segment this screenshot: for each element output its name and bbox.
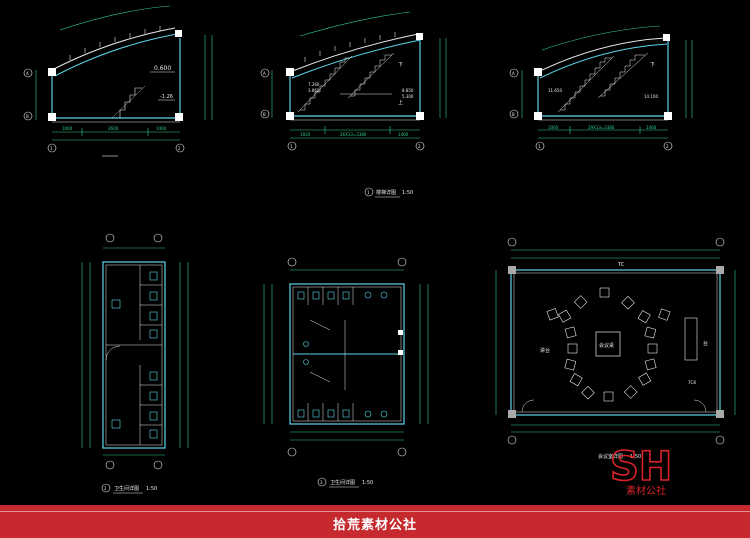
elevation-label: 7.260 (308, 82, 320, 87)
sh-watermark-logo: SH (609, 443, 673, 491)
dimension-text: 1060 (548, 125, 559, 130)
axis-label: B (26, 114, 29, 119)
dimension-text: 1460 (156, 126, 167, 131)
dimension-text: 1060 (62, 126, 73, 131)
dimension-text: 1460 (646, 125, 657, 130)
toilet-plan-b: 3 卫生间详图 1:50 (263, 257, 429, 488)
axis-label: B (263, 112, 266, 117)
caption-title: 卫生间详图 (114, 485, 139, 492)
axis-label: 1 (538, 144, 541, 149)
caption-number: 3 (320, 480, 323, 485)
footer-divider (0, 511, 750, 512)
stair-section-3: 下 11.650 14.100 1060 29X13=3380 1460 A B… (509, 25, 693, 151)
room-label-bottom: 7C8 (688, 380, 696, 385)
caption-title: 会议室详图 (598, 453, 623, 460)
caption-scale: 1:50 (146, 486, 157, 492)
toilet-plan-a: 2 卫生间详图 1:50 (81, 233, 189, 494)
room-label-tc: TC (617, 262, 625, 268)
watermark-subtitle: 素材公社 (626, 486, 666, 497)
axis-label: B (512, 112, 515, 117)
caption-scale: 1:50 (630, 454, 641, 460)
svg-text:下: 下 (398, 62, 403, 68)
svg-text:下: 下 (650, 62, 655, 68)
stair-section-2: 下 上 7.260 3.860 8.850 5.300 1920 26X13=3… (260, 11, 447, 151)
elevation-label: 8.850 (402, 88, 414, 93)
elevation-label: 0.600 (154, 65, 171, 72)
axis-label: 2 (418, 144, 421, 149)
stair-section-1: 0.600 -1.26 1060 2600 1460 A B 1 2 (23, 5, 213, 157)
caption-title: 楼梯详图 (376, 189, 396, 196)
footer-text: 拾荒素材公社 (332, 518, 417, 533)
axis-label: 2 (666, 144, 669, 149)
dimension-text: 29X13=3380 (588, 125, 615, 130)
room-label-center: 会议桌 (599, 342, 614, 349)
svg-text:上: 上 (398, 99, 403, 106)
axis-label: 1 (290, 144, 293, 149)
elevation-label: 5.300 (402, 94, 414, 99)
watermark-logo-text: SH (610, 444, 672, 490)
caption-scale: 1:50 (402, 190, 413, 196)
caption-number: 2 (104, 486, 107, 491)
caption-scale: 1:50 (362, 480, 373, 486)
stair-detail-caption: 1 楼梯详图 1:50 (364, 187, 413, 198)
caption-number: 1 (367, 190, 370, 195)
footer-banner: 拾荒素材公社 (0, 505, 750, 538)
axis-label: 2 (178, 146, 181, 151)
axis-label: A (512, 71, 515, 76)
elevation-label: 3.860 (308, 88, 320, 93)
dimension-text: 1920 (300, 132, 311, 137)
dimension-text: 26X13=3380 (340, 132, 367, 137)
elevation-label: -1.26 (160, 94, 173, 100)
meeting-room-plan: TC 台 讲台 7C8 会议桌 (495, 237, 736, 460)
elevation-label: 11.650 (548, 88, 562, 93)
room-label-right: 台 (703, 340, 708, 347)
room-label-left: 讲台 (540, 347, 550, 354)
axis-label: A (263, 71, 266, 76)
dimension-text: 2600 (108, 126, 119, 131)
caption-title: 卫生间详图 (330, 479, 355, 486)
axis-label: 1 (50, 146, 53, 151)
elevation-label: 14.100 (644, 94, 658, 99)
cad-drawing-canvas: 0.600 -1.26 1060 2600 1460 A B 1 2 (23, 5, 736, 494)
dimension-text: 1460 (398, 132, 409, 137)
axis-label: A (26, 71, 29, 76)
